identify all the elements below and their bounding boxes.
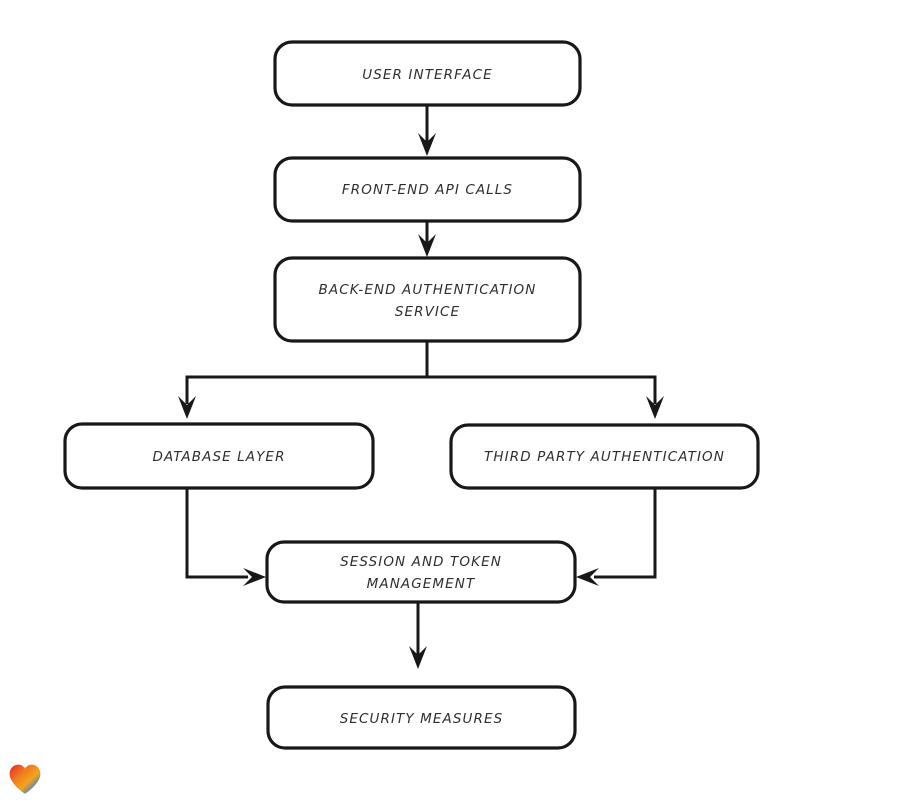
edge-third-party-auth-to-session-token-management bbox=[576, 488, 657, 586]
edge-back-end-auth-service-to-third-party-auth bbox=[427, 375, 664, 419]
edge-back-end-auth-service-to-database-layer bbox=[178, 341, 429, 419]
node-session-token-management-shape bbox=[265, 540, 577, 604]
node-third-party-auth[interactable]: THIRD PARTY AUTHENTICATION bbox=[449, 423, 760, 490]
node-user-interface-shape bbox=[273, 40, 582, 107]
node-security-measures[interactable]: SECURITY MEASURES bbox=[266, 685, 577, 750]
node-user-interface[interactable]: USER INTERFACE bbox=[273, 40, 582, 107]
node-back-end-auth-service[interactable]: BACK-END AUTHENTICATION SERVICE bbox=[273, 256, 582, 343]
node-front-end-api-calls[interactable]: FRONT-END API CALLS bbox=[273, 156, 582, 223]
node-front-end-api-calls-label: FRONT-END API CALLS bbox=[342, 182, 513, 198]
node-third-party-auth-label: THIRD PARTY AUTHENTICATION bbox=[484, 449, 725, 465]
node-security-measures-shape bbox=[266, 685, 577, 750]
edge-session-token-management-to-security-measures bbox=[409, 602, 427, 669]
node-back-end-auth-service-shape bbox=[273, 256, 582, 343]
node-third-party-auth-shape bbox=[449, 423, 760, 490]
node-session-token-management-label-line2: MANAGEMENT bbox=[367, 576, 476, 592]
node-session-token-management-label-line1: SESSION AND TOKEN bbox=[340, 554, 502, 570]
node-database-layer-shape bbox=[63, 422, 375, 490]
node-front-end-api-calls-shape bbox=[273, 156, 582, 223]
node-user-interface-label: USER INTERFACE bbox=[362, 67, 492, 83]
edge-user-interface-to-front-end-api-calls bbox=[418, 105, 436, 156]
node-back-end-auth-service-label-line2: SERVICE bbox=[395, 304, 460, 320]
edge-front-end-api-calls-to-back-end-auth-service bbox=[418, 221, 436, 257]
node-session-token-management[interactable]: SESSION AND TOKEN MANAGEMENT bbox=[265, 540, 577, 604]
node-database-layer-label: DATABASE LAYER bbox=[152, 449, 285, 465]
node-back-end-auth-service-label-line1: BACK-END AUTHENTICATION bbox=[319, 282, 537, 298]
node-database-layer[interactable]: DATABASE LAYER bbox=[63, 422, 375, 490]
node-security-measures-label: SECURITY MEASURES bbox=[340, 711, 504, 727]
edge-database-layer-to-session-token-management bbox=[185, 488, 266, 586]
heart-icon bbox=[9, 764, 41, 794]
